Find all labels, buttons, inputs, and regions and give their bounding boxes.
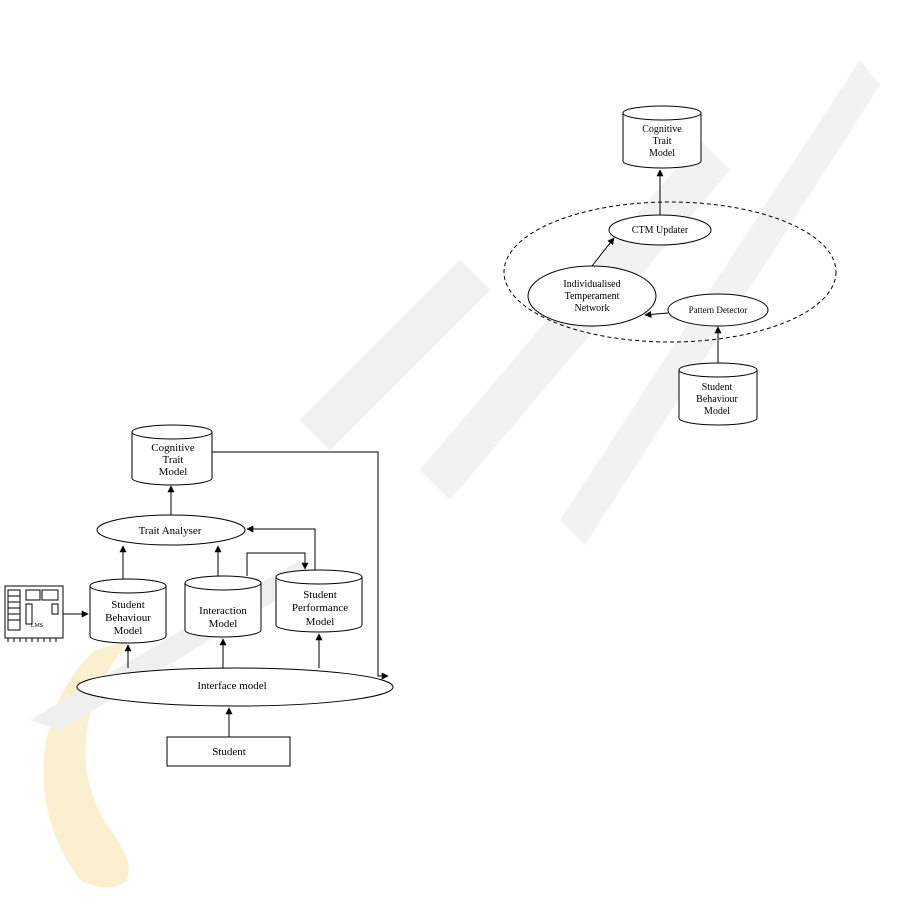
pattern-detector-label: Pattern Detector — [689, 305, 748, 315]
itn-line2: Temperament — [565, 291, 620, 302]
right-ctm-line2: Trait — [652, 136, 671, 147]
left-sbm-line1: Student — [111, 599, 145, 611]
interaction-model-line1: Interaction — [199, 605, 247, 617]
lms-computer-icon: LMS — [5, 586, 63, 642]
left-ctm-line3: Model — [159, 466, 188, 478]
interface-model-label: Interface model — [197, 680, 266, 692]
spm-line1: Student — [303, 589, 337, 601]
left-sbm-line2: Behaviour — [105, 612, 151, 624]
ctm-updater-label: CTM Updater — [632, 225, 689, 236]
spm-line3: Model — [306, 616, 335, 628]
right-ctm-line3: Model — [649, 148, 675, 159]
right-sbm-line2: Behaviour — [696, 394, 738, 405]
right-sbm-line3: Model — [704, 406, 730, 417]
itn-line3: Network — [575, 303, 610, 314]
trait-analyser-label: Trait Analyser — [139, 525, 202, 537]
lms-label: LMS — [31, 623, 43, 629]
student-label: Student — [212, 746, 246, 758]
arrow-pattern-to-itn — [645, 313, 668, 315]
interaction-model-line2: Model — [209, 618, 238, 630]
spm-line2: Performance — [292, 602, 348, 614]
left-sbm-line3: Model — [114, 625, 143, 637]
right-ctm-line1: Cognitive — [642, 124, 682, 135]
itn-line1: Individualised — [563, 279, 620, 290]
left-ctm-line1: Cognitive — [151, 442, 195, 454]
left-ctm-line2: Trait — [163, 454, 184, 466]
right-sbm-line1: Student — [702, 382, 733, 393]
